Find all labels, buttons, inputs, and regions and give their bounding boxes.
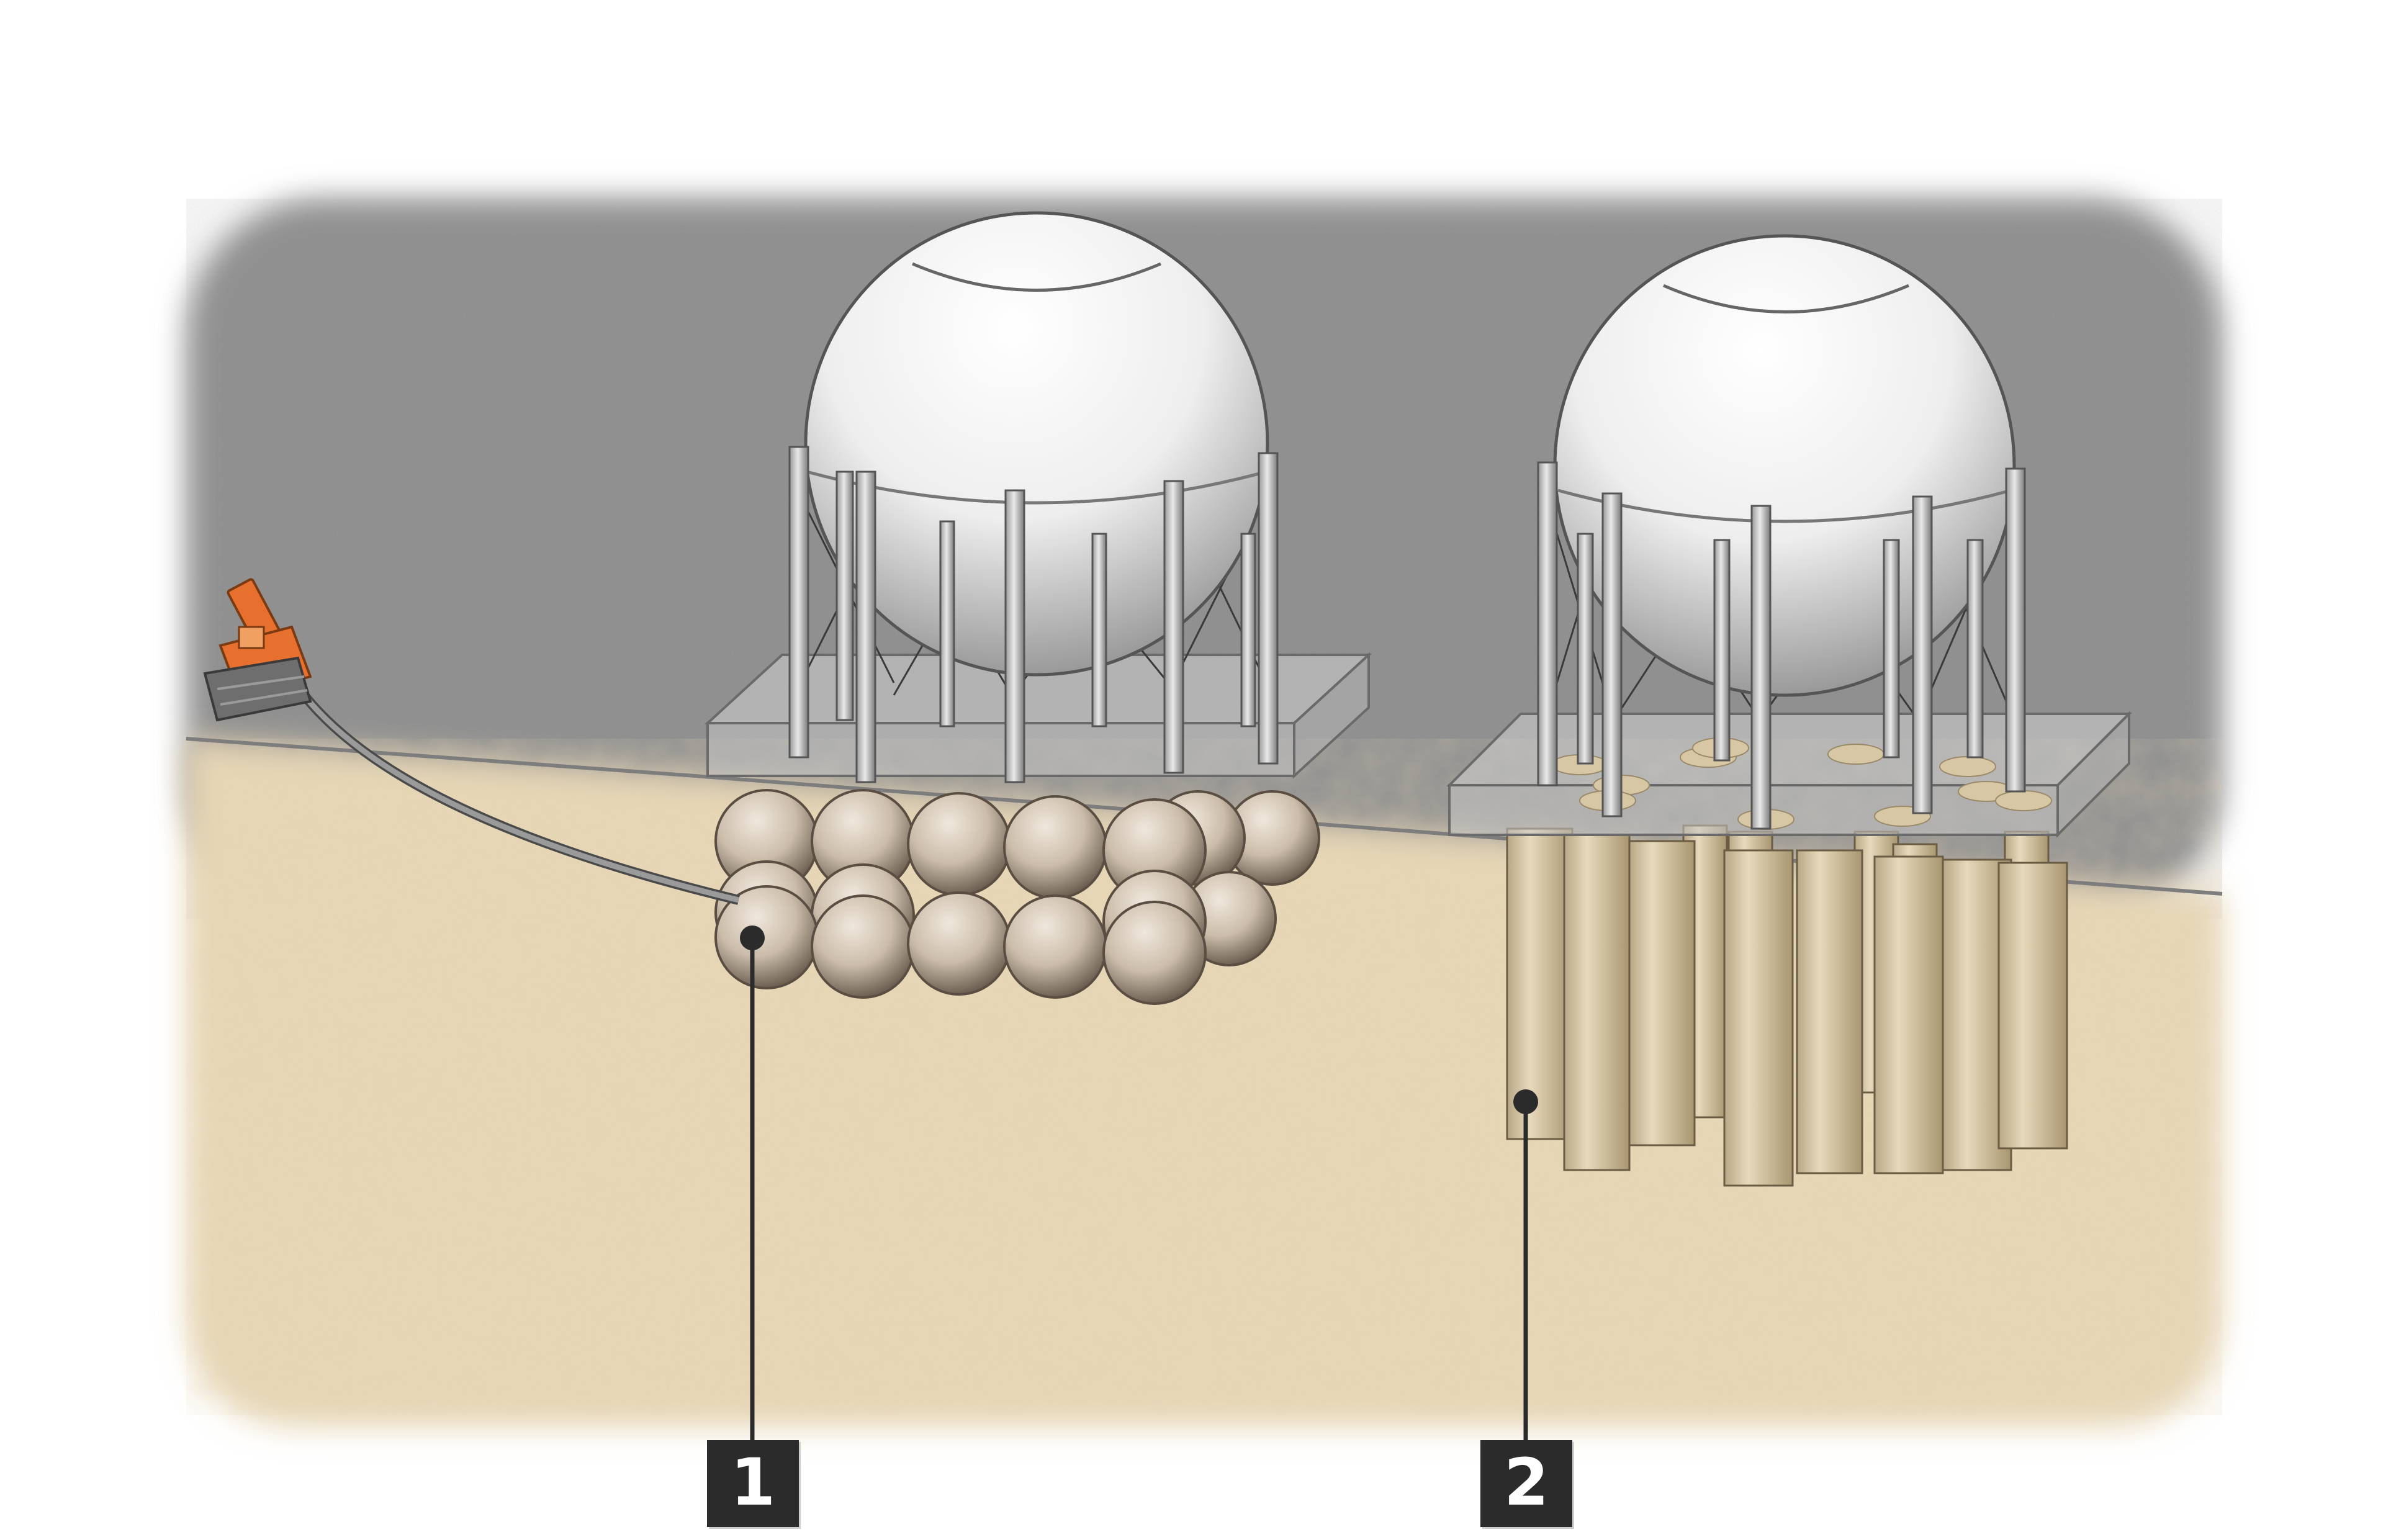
left-spherical-tank	[788, 211, 1279, 783]
callout-label-1: 1	[707, 1440, 799, 1527]
callout-leader-1	[740, 925, 765, 1440]
pile-foundation	[1506, 824, 2068, 1187]
crawler-drill-icon	[203, 578, 740, 905]
callout-leader-2	[1513, 1089, 1538, 1440]
right-spherical-tank	[1537, 234, 2026, 830]
callout-label-2: 2	[1480, 1440, 1572, 1527]
ball-foundation	[714, 789, 1320, 1005]
